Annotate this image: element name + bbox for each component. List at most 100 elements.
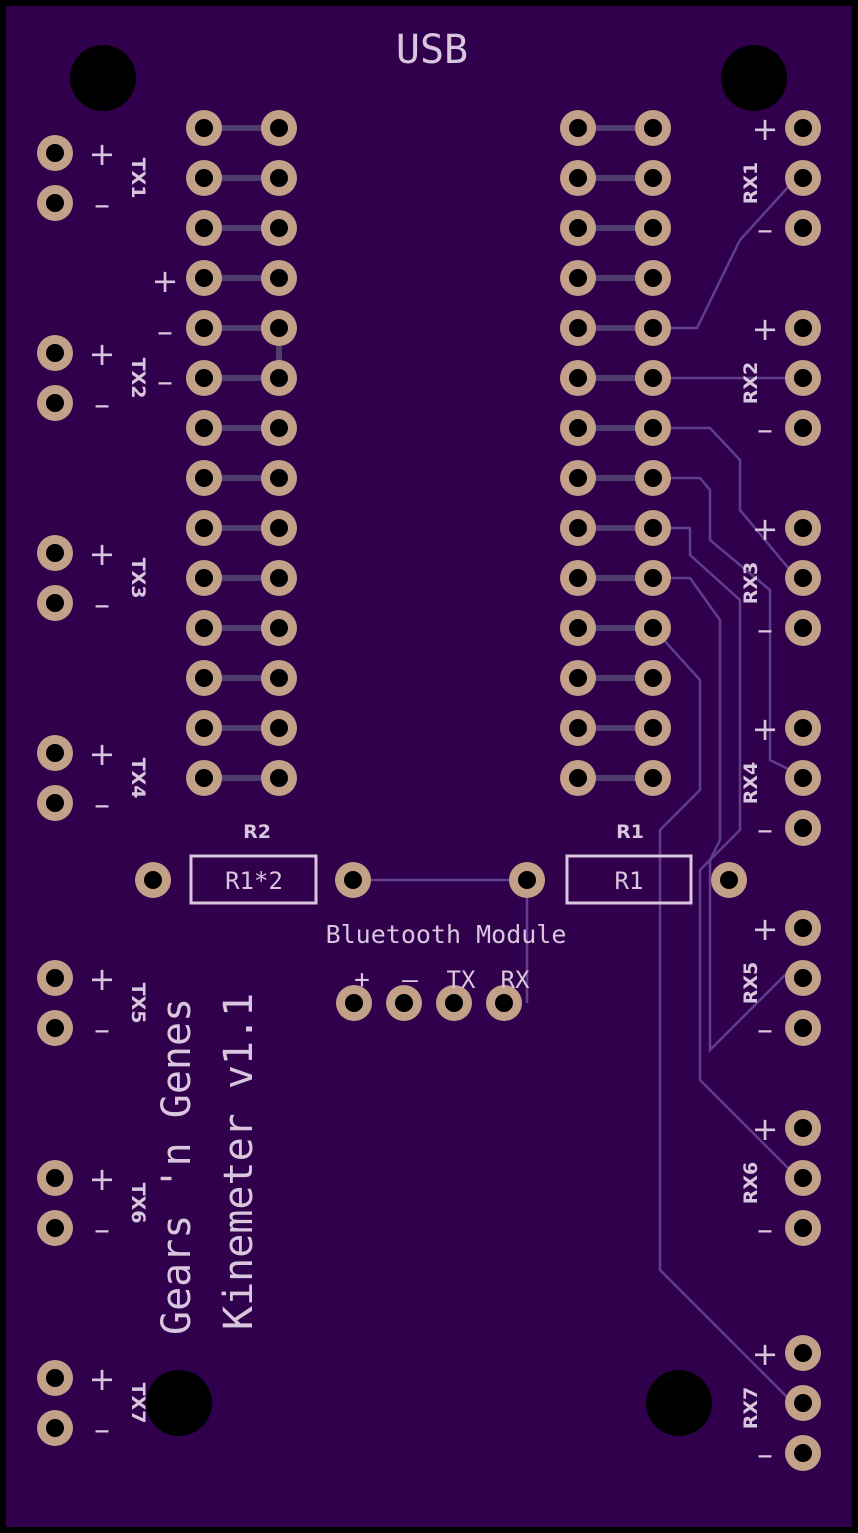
header-pad	[261, 610, 297, 646]
pad-drill	[195, 769, 213, 787]
rx-plus-sign: +	[752, 310, 779, 348]
pad-drill	[195, 669, 213, 687]
header-pad	[261, 310, 297, 346]
mounting-hole	[146, 1370, 212, 1436]
pad-drill	[195, 219, 213, 237]
pad-drill	[46, 1169, 64, 1187]
tx-plus-sign: +	[89, 735, 116, 773]
header-pad	[560, 660, 596, 696]
pad-drill	[794, 619, 812, 637]
tx-plus-sign: +	[89, 960, 116, 998]
rx-pad-plus	[785, 710, 821, 746]
header-pad	[186, 110, 222, 146]
tx-pad-minus	[37, 1210, 73, 1246]
header-pad	[186, 410, 222, 446]
pad-drill	[46, 144, 64, 162]
rx-label: RX4	[740, 762, 762, 805]
tx-plus-sign: +	[89, 1360, 116, 1398]
header-pad	[560, 460, 596, 496]
tx-plus-sign: +	[89, 335, 116, 373]
header-pad	[186, 660, 222, 696]
pad-drill	[46, 194, 64, 212]
pad-drill	[270, 119, 288, 137]
rx-minus-sign: –	[757, 1010, 773, 1048]
pad-drill	[46, 1419, 64, 1437]
rx-minus-sign: –	[757, 1435, 773, 1473]
pad-drill	[644, 169, 662, 187]
pad-drill	[46, 544, 64, 562]
pad-drill	[395, 994, 413, 1012]
header-pad	[186, 210, 222, 246]
rx-pad-minus	[785, 1010, 821, 1046]
header-pad	[261, 560, 297, 596]
header-minus-mark: –	[157, 312, 173, 350]
rx-pad-signal	[785, 360, 821, 396]
resistor-r1-value: R1	[615, 867, 644, 895]
header-pad	[186, 610, 222, 646]
rx-minus-sign: –	[757, 810, 773, 848]
pad-drill	[644, 619, 662, 637]
pad-drill	[46, 344, 64, 362]
resistor-r2-name: R2	[243, 821, 271, 843]
pad-drill	[195, 569, 213, 587]
bluetooth-pin-tx: TX	[447, 966, 476, 994]
tx-pad-minus	[37, 785, 73, 821]
tx-minus-sign: –	[94, 1410, 110, 1448]
header-pad	[186, 710, 222, 746]
rx-pad-plus	[785, 110, 821, 146]
header-pad	[560, 710, 596, 746]
pad-drill	[270, 469, 288, 487]
usb-label: USB	[396, 27, 468, 73]
header-pad	[635, 460, 671, 496]
header-pad	[261, 660, 297, 696]
header-pad	[261, 160, 297, 196]
header-pad	[560, 510, 596, 546]
pad-drill	[195, 719, 213, 737]
rx-pad-signal	[785, 160, 821, 196]
resistor-pad	[711, 862, 747, 898]
pad-drill	[270, 419, 288, 437]
tx-minus-sign: –	[94, 585, 110, 623]
pad-drill	[195, 619, 213, 637]
pad-drill	[270, 719, 288, 737]
rx-pad-minus	[785, 1435, 821, 1471]
pad-drill	[445, 994, 463, 1012]
pad-drill	[195, 469, 213, 487]
header-pad	[186, 360, 222, 396]
pad-drill	[569, 719, 587, 737]
rx-pad-plus	[785, 1335, 821, 1371]
bluetooth-pad	[486, 985, 522, 1021]
resistor-r1-outline	[565, 854, 693, 905]
header-pad	[560, 410, 596, 446]
header-pad	[261, 710, 297, 746]
pad-drill	[794, 119, 812, 137]
rx-pad-signal	[785, 960, 821, 996]
pad-drill	[569, 419, 587, 437]
pad-drill	[569, 169, 587, 187]
pad-drill	[569, 369, 587, 387]
tx-plus-sign: +	[89, 135, 116, 173]
rx-minus-sign: –	[757, 410, 773, 448]
bluetooth-pad	[436, 985, 472, 1021]
pad-drill	[569, 569, 587, 587]
tx-pad-plus	[37, 1160, 73, 1196]
pad-drill	[195, 319, 213, 337]
pad-drill	[794, 819, 812, 837]
tx-minus-sign: –	[94, 185, 110, 223]
pad-drill	[195, 519, 213, 537]
rx-pad-plus	[785, 1110, 821, 1146]
header-pad	[261, 260, 297, 296]
pad-drill	[794, 769, 812, 787]
tx-label: TX5	[127, 983, 149, 1024]
header-pad	[261, 460, 297, 496]
pad-drill	[794, 719, 812, 737]
resistor-r2-outline	[189, 854, 318, 905]
pad-drill	[195, 169, 213, 187]
tx-label: TX3	[127, 558, 149, 599]
pad-drill	[644, 369, 662, 387]
rx-pad-signal	[785, 560, 821, 596]
rx-pad-plus	[785, 910, 821, 946]
tx-pad-plus	[37, 135, 73, 171]
header-pad	[635, 610, 671, 646]
pad-drill	[794, 169, 812, 187]
